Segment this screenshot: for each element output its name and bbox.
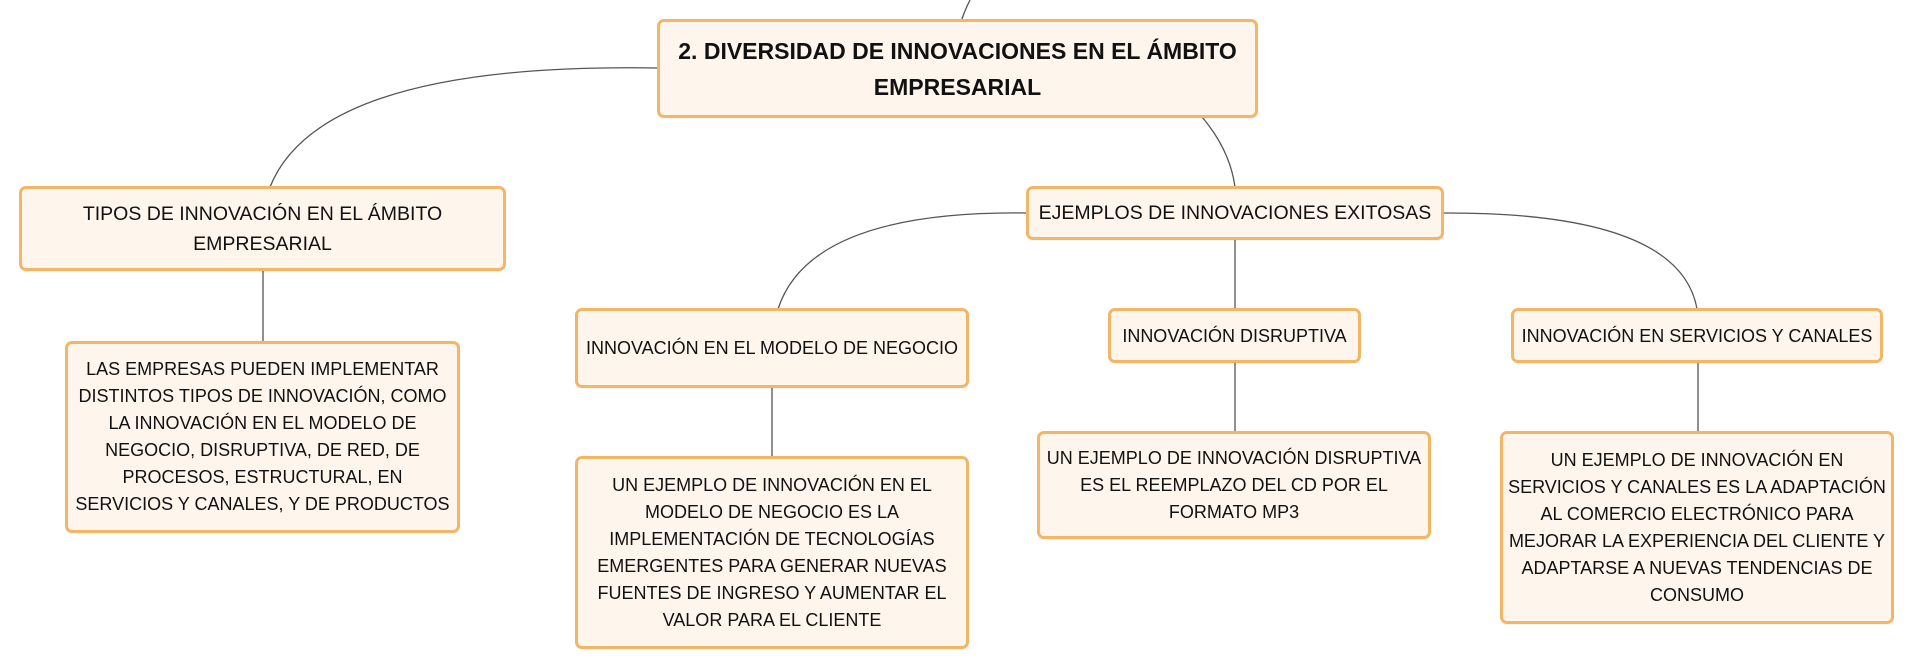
tipos-detail-node[interactable]: LAS EMPRESAS PUEDEN IMPLEMENTAR DISTINTO…	[65, 341, 460, 533]
modelo-negocio-detail-label: UN EJEMPLO DE INNOVACIÓN EN EL MODELO DE…	[597, 474, 947, 630]
modelo-negocio-label: INNOVACIÓN EN EL MODELO DE NEGOCIO	[585, 338, 959, 358]
connector-ejemplos-to-modelo	[777, 212, 1029, 310]
disruptiva-detail-label: UN EJEMPLO DE INNOVACIÓN DISRUPTIVA ES E…	[1046, 447, 1422, 522]
connector-root-to-ejemplos	[1201, 116, 1236, 188]
connector-root-to-tipos	[269, 67, 659, 188]
disruptiva-detail-node[interactable]: UN EJEMPLO DE INNOVACIÓN DISRUPTIVA ES E…	[1037, 431, 1431, 539]
servicios-canales-node[interactable]: INNOVACIÓN EN SERVICIOS Y CANALES	[1511, 308, 1883, 363]
disruptiva-node[interactable]: INNOVACIÓN DISRUPTIVA	[1108, 308, 1361, 363]
ejemplos-node[interactable]: EJEMPLOS DE INNOVACIONES EXITOSAS	[1026, 186, 1444, 240]
servicios-canales-label: INNOVACIÓN EN SERVICIOS Y CANALES	[1521, 325, 1873, 346]
ejemplos-node-label: EJEMPLOS DE INNOVACIONES EXITOSAS	[1038, 202, 1432, 224]
disruptiva-label: INNOVACIÓN DISRUPTIVA	[1122, 325, 1347, 346]
servicios-canales-detail-label: UN EJEMPLO DE INNOVACIÓN EN SERVICIOS Y …	[1508, 449, 1886, 605]
tipos-node[interactable]: TIPOS DE INNOVACIÓN EN EL ÁMBITO EMPRESA…	[19, 186, 506, 271]
root-node[interactable]: 2. DIVERSIDAD DE INNOVACIONES EN EL ÁMBI…	[657, 19, 1258, 118]
root-node-label: 2. DIVERSIDAD DE INNOVACIONES EN EL ÁMBI…	[678, 37, 1237, 100]
connector-ejemplos-to-servicios	[1442, 212, 1698, 310]
tipos-node-label: TIPOS DE INNOVACIÓN EN EL ÁMBITO EMPRESA…	[82, 202, 443, 255]
tipos-detail-label: LAS EMPRESAS PUEDEN IMPLEMENTAR DISTINTO…	[75, 359, 450, 514]
modelo-negocio-detail-node[interactable]: UN EJEMPLO DE INNOVACIÓN EN EL MODELO DE…	[575, 456, 969, 649]
connector-parent-to-root	[961, 0, 971, 20]
servicios-canales-detail-node[interactable]: UN EJEMPLO DE INNOVACIÓN EN SERVICIOS Y …	[1500, 431, 1894, 624]
modelo-negocio-node[interactable]: INNOVACIÓN EN EL MODELO DE NEGOCIO	[575, 308, 969, 388]
